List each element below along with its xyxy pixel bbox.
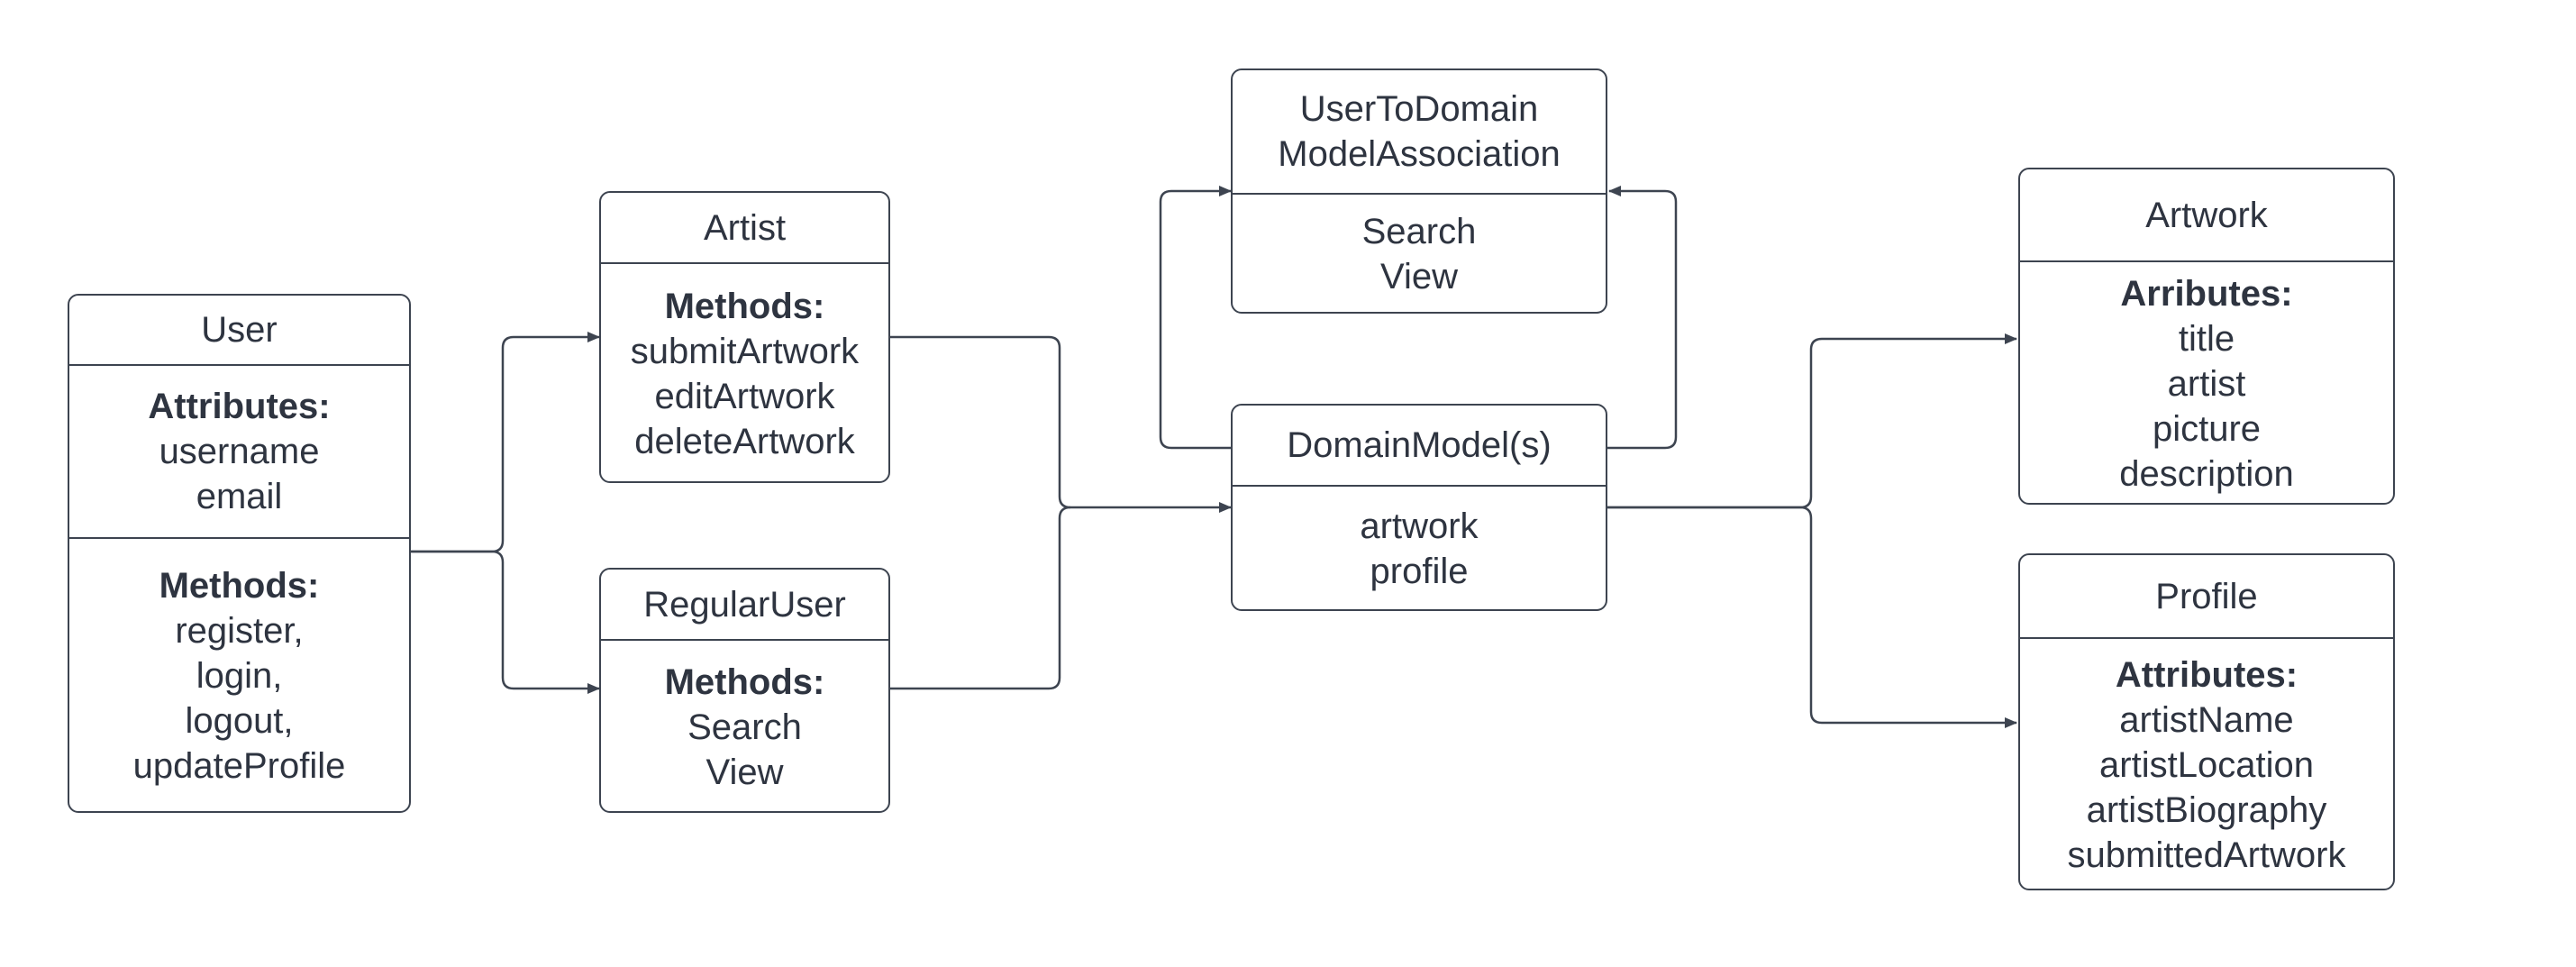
artist-methods-label: Methods: [664,286,825,326]
user-class-name: User [201,310,278,350]
artwork-attribute-title: title [2178,318,2235,359]
user-method-updateprofile: updateProfile [132,746,346,786]
connector-artist-to-domainmodel [890,335,1232,513]
regularuser-class-box: RegularUser Methods: Search View [599,568,890,813]
artist-method-deleteartwork: deleteArtwork [634,421,855,461]
association-class-header: UserToDomain ModelAssociation [1233,70,1606,193]
artist-class-box: Artist Methods: submitArtwork editArtwor… [599,191,890,483]
artwork-attribute-description: description [2119,453,2294,494]
artwork-class-box: Artwork Arributes: title artist picture … [2018,168,2395,505]
user-attributes-label: Attributes: [148,387,331,426]
artwork-attributes-section: Arributes: title artist picture descript… [2020,260,2393,503]
regularuser-class-header: RegularUser [601,570,888,639]
profile-attribute-artistlocation: artistLocation [2099,744,2314,785]
artwork-attribute-artist: artist [2167,363,2246,404]
connector-domainmodel-to-artwork [1607,333,2017,509]
artwork-attribute-picture: picture [2152,408,2262,449]
regularuser-method-view: View [705,752,784,792]
regularuser-method-search: Search [687,707,802,747]
artist-class-header: Artist [601,193,888,262]
association-methods-section: Search View [1233,193,1606,312]
user-method-logout: logout, [185,701,294,741]
artwork-attributes-label: Arributes: [2120,273,2293,314]
association-class-name-line-2: ModelAssociation [1278,134,1561,174]
user-attribute-email: email [196,477,283,516]
user-method-register: register, [175,611,304,651]
user-methods-section: Methods: register, login, logout, update… [69,537,409,811]
association-method-view: View [1380,257,1458,296]
user-attribute-username: username [159,432,320,471]
connector-domainmodel-to-profile [1607,506,2017,728]
association-class-box: UserToDomain ModelAssociation Search Vie… [1231,68,1607,314]
connector-user-to-regularuser [411,550,600,694]
artist-method-submitartwork: submitArtwork [630,331,860,371]
connector-domainmodel-to-association-right [1607,186,1678,450]
association-class-name-line-1: UserToDomain [1299,89,1539,129]
user-class-box: User Attributes: username email Methods:… [68,294,411,813]
profile-attributes-label: Attributes: [2115,654,2298,695]
domainmodel-members-section: artwork profile [1233,485,1606,609]
profile-class-box: Profile Attributes: artistName artistLoc… [2018,553,2395,890]
artwork-class-header: Artwork [2020,169,2393,260]
artist-method-editartwork: editArtwork [654,376,835,416]
regularuser-methods-section: Methods: Search View [601,639,888,811]
domainmodel-class-box: DomainModel(s) artwork profile [1231,404,1607,611]
user-method-login: login, [196,656,283,696]
profile-attribute-artistbiography: artistBiography [2086,789,2327,830]
association-method-search: Search [1361,212,1477,251]
profile-class-header: Profile [2020,555,2393,637]
user-methods-label: Methods: [159,566,320,606]
connector-regularuser-to-domainmodel [890,506,1071,690]
connector-user-to-artist [411,332,600,553]
artist-methods-section: Methods: submitArtwork editArtwork delet… [601,262,888,481]
profile-attributes-section: Attributes: artistName artistLocation ar… [2020,637,2393,889]
artist-class-name: Artist [703,207,787,248]
user-attributes-section: Attributes: username email [69,364,409,537]
profile-attribute-submittedartwork: submittedArtwork [2067,835,2346,875]
domainmodel-member-profile: profile [1370,552,1469,591]
user-class-header: User [69,296,409,364]
regularuser-methods-label: Methods: [664,661,825,702]
profile-class-name: Profile [2155,576,2258,616]
regularuser-class-name: RegularUser [643,584,846,625]
domainmodel-class-name: DomainModel(s) [1287,425,1552,465]
domainmodel-class-header: DomainModel(s) [1233,406,1606,485]
profile-attribute-artistname: artistName [2119,699,2294,740]
domainmodel-member-artwork: artwork [1360,506,1479,546]
artwork-class-name: Artwork [2145,195,2268,235]
connector-domainmodel-to-association-left [1159,186,1232,450]
